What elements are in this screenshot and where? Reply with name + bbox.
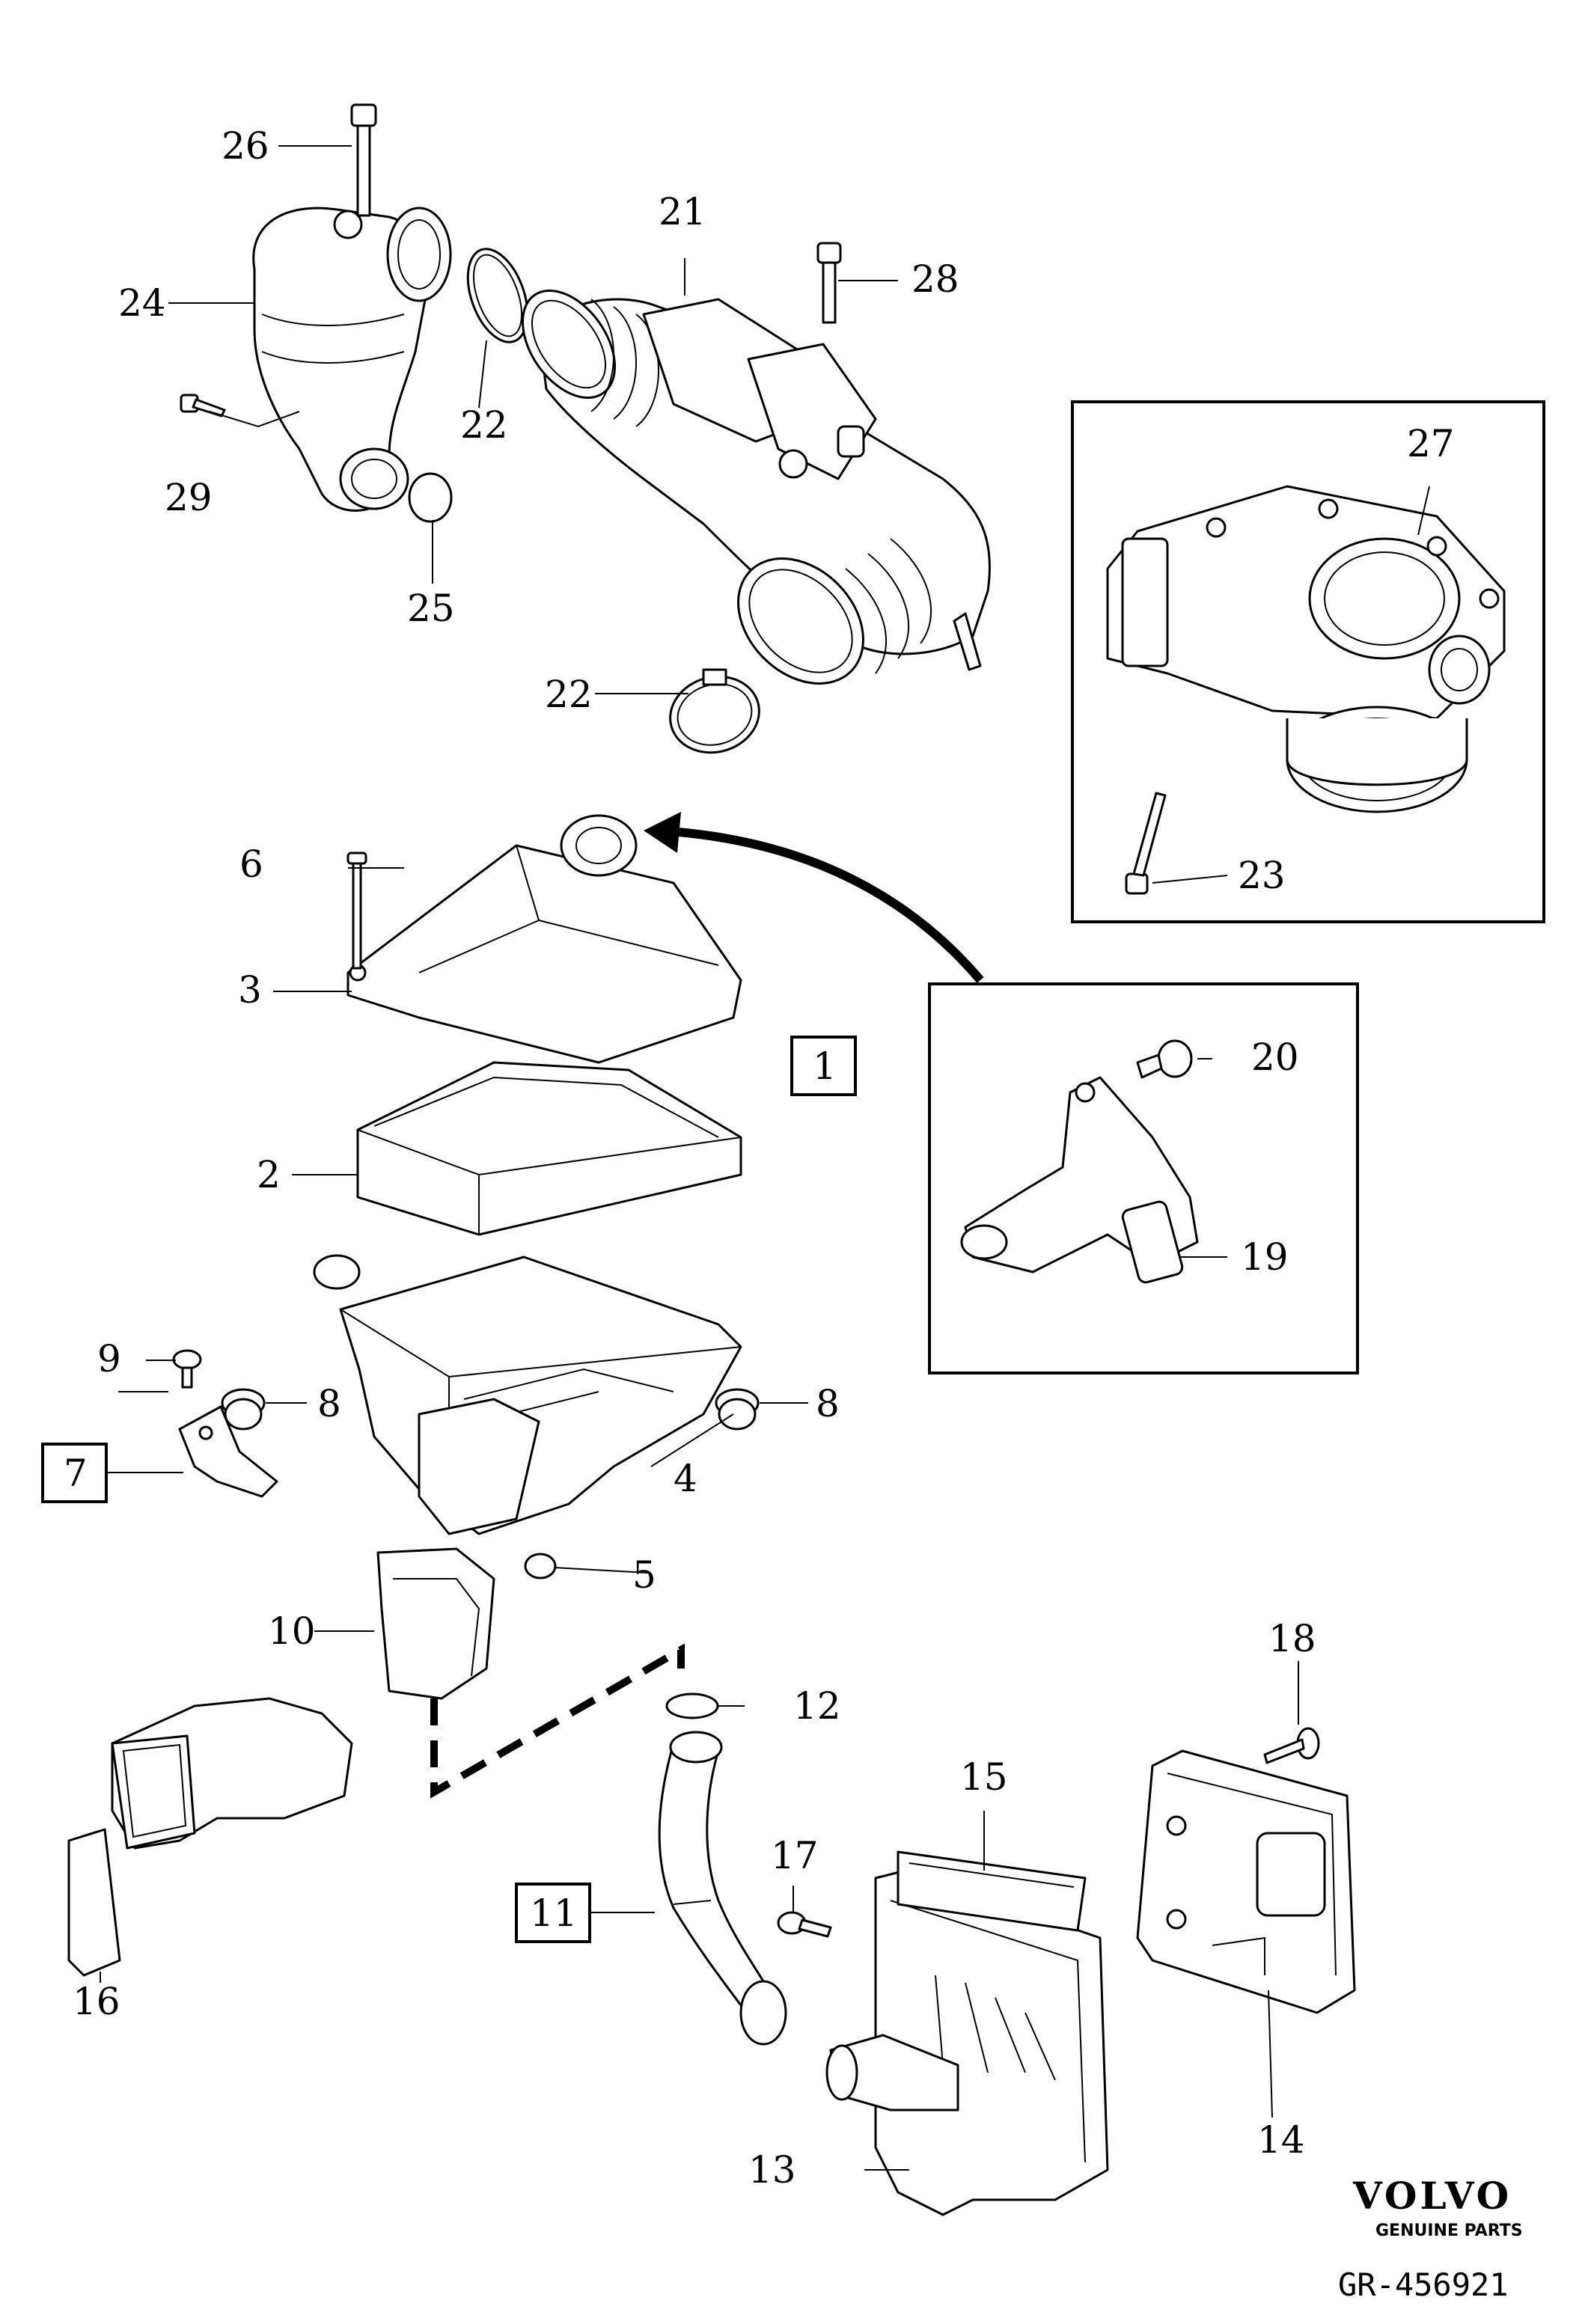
turbo-inlet-pipe-24 [252, 207, 452, 512]
callout-13: 13 [748, 2148, 796, 2192]
dashed-connection [430, 1643, 685, 1799]
genuine-parts-tagline: GENUINE PARTS [1375, 2221, 1523, 2240]
grommet-8-right [715, 1388, 760, 1431]
callout-23: 23 [1238, 854, 1286, 897]
callout-8-right: 8 [816, 1382, 840, 1425]
throttle-body-27 [1106, 485, 1506, 813]
bracket-7 [178, 1405, 278, 1498]
callout-17: 17 [771, 1834, 819, 1877]
air-duct-10 [111, 1547, 495, 1850]
duct-15 [897, 1850, 1087, 1932]
seal-ring-12 [665, 1692, 719, 1719]
resonator-13 [825, 1869, 1109, 2216]
bolt-28 [816, 242, 842, 324]
callout-6: 6 [239, 843, 263, 886]
sensor-19 [960, 1076, 1199, 1284]
diagram-reference: GR-456921 [1338, 2266, 1509, 2303]
callout-28: 28 [911, 257, 959, 301]
callout-26: 26 [222, 124, 269, 168]
seal-ring-25 [408, 472, 453, 523]
boxed-callout-7: 7 [64, 1452, 88, 1495]
callout-15: 15 [960, 1755, 1008, 1799]
callout-22-lower: 22 [545, 673, 593, 716]
callout-5: 5 [632, 1553, 656, 1597]
screw-6 [346, 851, 367, 970]
bolt-23 [1125, 792, 1167, 895]
callout-22-upper: 22 [460, 403, 508, 447]
clamp-22-upper [466, 248, 529, 343]
callout-24: 24 [118, 281, 166, 325]
boxed-callout-11: 11 [530, 1892, 578, 1935]
nut-5 [524, 1553, 557, 1580]
callout-9: 9 [97, 1337, 121, 1380]
callout-29: 29 [165, 476, 213, 519]
screw-18 [1263, 1727, 1320, 1764]
callout-2: 2 [257, 1153, 281, 1196]
callout-21: 21 [659, 190, 706, 233]
callout-8-left: 8 [317, 1382, 341, 1425]
boxed-callout-1-frame [790, 1036, 857, 1096]
callout-27: 27 [1407, 422, 1455, 465]
bolt-29 [180, 394, 226, 418]
bolt-26 [350, 103, 377, 217]
callout-4: 4 [674, 1457, 697, 1500]
callout-10: 10 [268, 1609, 316, 1653]
cover-16 [67, 1828, 121, 1977]
location-arrow [658, 826, 984, 983]
bolt-17 [777, 1911, 832, 1938]
callout-16: 16 [73, 1980, 120, 2023]
callout-20: 20 [1251, 1036, 1299, 1079]
hose-11 [658, 1731, 787, 2046]
air-cleaner-housing-4 [313, 1254, 742, 1535]
air-filter-2 [356, 1061, 742, 1236]
callout-12: 12 [793, 1684, 841, 1728]
callout-3: 3 [238, 968, 262, 1012]
boxed-callout-7-frame [41, 1443, 108, 1503]
location-arrow-head [644, 812, 681, 853]
callout-14: 14 [1257, 2118, 1305, 2162]
cover-14 [1136, 1749, 1356, 2014]
clamp-22-lower [669, 668, 760, 754]
boxed-callout-1: 1 [813, 1045, 837, 1088]
callout-19: 19 [1241, 1235, 1289, 1279]
callout-25: 25 [407, 587, 455, 630]
screw-20 [1136, 1039, 1193, 1079]
air-cleaner-cover-3 [346, 814, 742, 1064]
leader-lines [100, 145, 1430, 2171]
intake-hose-21 [521, 289, 991, 685]
volvo-logo: VOLVO [1352, 2174, 1512, 2218]
callout-18: 18 [1268, 1617, 1316, 1660]
grommet-8-left [221, 1388, 266, 1431]
screw-9 [172, 1349, 202, 1389]
